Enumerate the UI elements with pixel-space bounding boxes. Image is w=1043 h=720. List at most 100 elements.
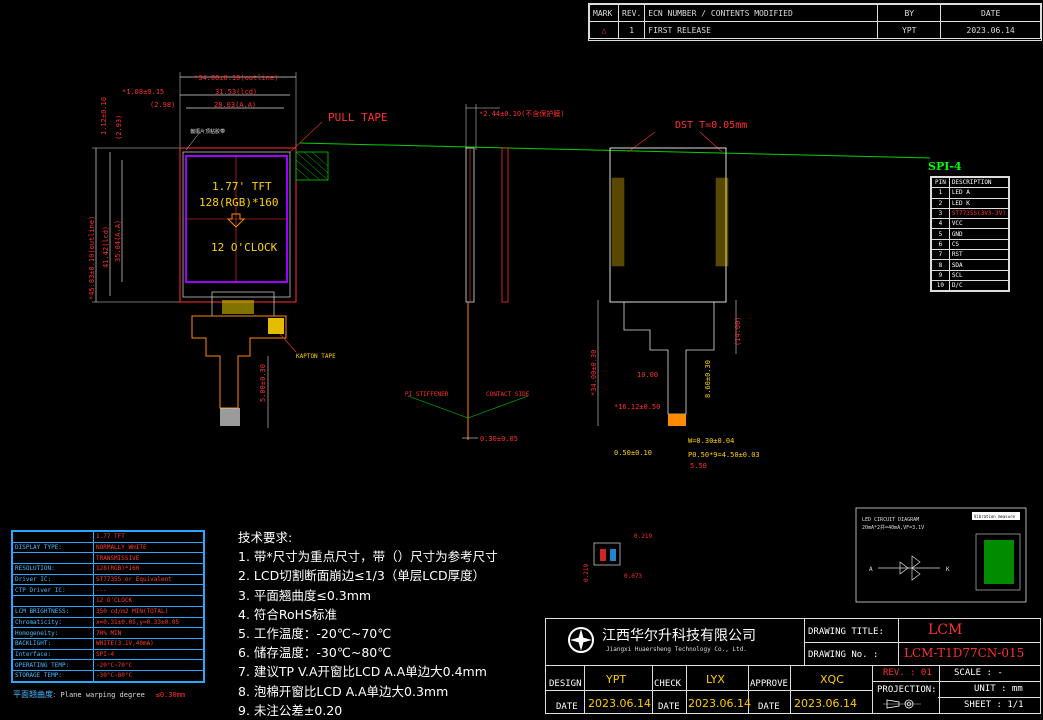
table-row: BACKLIGHT:WHITE(3.1V,40mA) (12, 637, 204, 650)
date-label: DATE (658, 702, 680, 712)
title-block: 江西华尔升科技有限公司 Jiangxi Huaersheng Technolog… (545, 618, 1041, 714)
revision-header-row: MARK REV. ECN NUMBER / CONTENTS MODIFIED… (589, 4, 1041, 22)
spec-key (12, 595, 94, 607)
date-label: DATE (758, 702, 780, 712)
design-date: 2023.06.14 (588, 697, 651, 710)
warp-value: ≤0.30mm (155, 691, 186, 699)
spec-value: ST7735S or Equivalent (93, 573, 204, 586)
drawing-no-label: DRAWING No. : (808, 650, 879, 660)
design-label: DESIGN (549, 679, 582, 689)
spec-value: 350 cd/m2 MIN(TOTAL) (93, 605, 204, 618)
signoff-area: DESIGN YPT CHECK LYX APPROVE XQC DATE 20… (546, 665, 872, 714)
pin-number: 5 (931, 228, 950, 240)
sheet-label: SHEET : 1/1 (964, 700, 1024, 710)
table-row: 1.77 TFT (12, 531, 204, 543)
pin-number: 6 (931, 238, 950, 251)
spec-key: LCM BRIGHTNESS: (12, 605, 94, 618)
pin-number: 4 (931, 218, 950, 230)
spec-key: BACKLIGHT: (12, 637, 94, 650)
spec-key: STORAGE TEMP: (12, 669, 94, 682)
pin-desc: ST7735S(3V3-3V) (948, 207, 1010, 220)
warp-en: Plane warping degree (60, 691, 145, 699)
screen-orientation-label: 12 O'CLOCK (211, 241, 278, 254)
contact-side-label: CONTACT SIDE (486, 391, 530, 398)
pin-desc: LED K (948, 197, 1010, 209)
scale-label: SCALE : - (954, 668, 1003, 678)
polarizer-note: 偏振片顶粘胶带 (190, 128, 225, 135)
drawing-title-cell: LCM (898, 619, 1040, 643)
approve-date: 2023.06.14 (794, 697, 857, 710)
warning-triangle-icon: △ (589, 21, 619, 39)
note-line: 4. 符合RoHS标准 (238, 606, 338, 622)
warp-label: 平面翘曲度: (13, 690, 56, 699)
led-anode-label: A (869, 566, 873, 573)
spec-key: DISPLAY TYPE: (12, 541, 94, 554)
scale-cell: SCALE : - (938, 665, 1040, 682)
projection-symbol-icon (883, 699, 921, 709)
screen-resolution-label: 128(RGB)*160 (199, 196, 278, 209)
dim-outline-width: *34.00±0.10(outline) (194, 74, 278, 82)
back-view: DST T=0.05mm *34.00±0.30 (14.00) 10.00 *… (590, 120, 760, 470)
led-circuit: LED CIRCUIT DIAGRAM 20mA*2并=40mA,VF=3.1V… (855, 507, 1027, 603)
note-line: 8. 泡棉开窗比LCD A.A单边大0.3mm (238, 683, 449, 699)
projection-cell: PROJECTION: (872, 681, 940, 713)
spec-table: 1.77 TFT DISPLAY TYPE:NORMALLY WHITE TRA… (11, 530, 205, 683)
back-fpc-length-dim: 8.60±0.30 (704, 360, 712, 398)
design-by: YPT (606, 673, 627, 686)
rev-col-date: DATE (940, 4, 1041, 22)
table-row: DISPLAY TYPE:NORMALLY WHITE (12, 541, 204, 554)
spec-value: 128(RGB)*160 (93, 563, 204, 575)
kapton-tape-label: KAPTON TAPE (296, 353, 336, 360)
pi-stiffener-label: PI STIFFENER (405, 391, 449, 398)
pin-desc: SCL (948, 269, 1010, 281)
table-row: Interface:SPI-4 (12, 648, 204, 661)
pin-number: 9 (931, 269, 950, 281)
drawing-title: LCM (928, 622, 963, 638)
table-row: 12 O'CLOCK (12, 595, 204, 607)
pin-number: 7 (931, 249, 950, 261)
small-detail: 0.219 0.073 0.219 (583, 533, 652, 582)
back-height-dim: *34.00±0.30 (590, 350, 598, 396)
approve-label: APPROVE (750, 679, 788, 689)
sheet-cell: SHEET : 1/1 (938, 697, 1040, 713)
drawing-number: LCM-T1D77CN-015 (904, 646, 1025, 660)
small-dim-left: 0.219 (583, 564, 590, 582)
back-ref-dim: (14.00) (734, 316, 742, 346)
spec-key (12, 531, 94, 543)
spec-value: WHITE(3.1V,40mA) (93, 637, 204, 650)
small-dim-top: 0.219 (634, 533, 652, 540)
pin-gap-dim: 0.50±0.10 (614, 449, 652, 457)
rev-number: 1 (617, 21, 646, 39)
pin-number: 2 (931, 197, 950, 209)
front-view: *34.00±0.10(outline) *1.08±0.15 31.53(lc… (88, 72, 388, 428)
pin-pitch-dim: P0.50*9=4.50±0.03 (688, 451, 760, 459)
note-line: 5. 工作温度：-20℃~70℃ (238, 626, 392, 642)
rev-col-by: BY (877, 4, 942, 22)
rev-col-mark: MARK (589, 4, 619, 22)
spec-value: x=0.31±0.05,y=0.33±0.05 (93, 616, 204, 629)
dim-lcd-height: 41.42(lcd) (102, 226, 110, 268)
spi-title: SPI-4 (928, 160, 962, 173)
small-dim-right: 0.073 (624, 573, 642, 580)
rev-contents: FIRST RELEASE (644, 21, 879, 39)
dim-top-gap: 1.12±0.10 (100, 97, 108, 135)
spec-value: SPI-4 (93, 648, 204, 661)
pin-desc: VCC (948, 218, 1010, 230)
dim-aa-width: 28.03(A.A) (214, 101, 256, 109)
spec-key (12, 552, 94, 565)
spec-value: 12 O'CLOCK (93, 595, 204, 607)
note-line: 9. 未注公差±0.20 (238, 702, 343, 718)
dst-label: DST T=0.05mm (675, 120, 747, 131)
revision-table: MARK REV. ECN NUMBER / CONTENTS MODIFIED… (588, 3, 1042, 41)
rev-cell: REV. : 01 (872, 665, 940, 682)
check-by: LYX (706, 673, 725, 686)
